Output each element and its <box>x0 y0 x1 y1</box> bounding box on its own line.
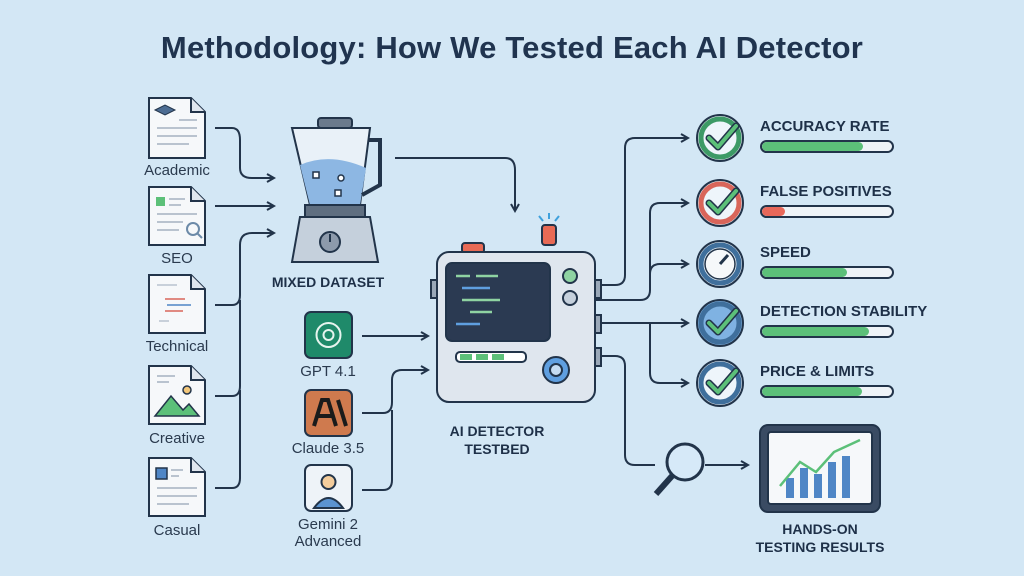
metric-label: PRICE & LIMITS <box>760 363 875 380</box>
metric-score-bar <box>760 325 894 338</box>
model-label-claude: Claude 3.5 <box>291 440 365 457</box>
model-label-gpt: GPT 4.1 <box>300 363 356 380</box>
metric-score-fill <box>762 387 863 396</box>
code-document-icon <box>148 274 206 334</box>
source-label-casual: Casual <box>153 522 201 539</box>
metric-label: DETECTION STABILITY <box>760 303 928 320</box>
seo-document-icon <box>148 186 206 246</box>
tablet-chart-icon <box>759 424 881 513</box>
results-line2: TESTING RESULTS <box>755 539 885 555</box>
metric-icons <box>696 114 744 407</box>
testbed-line1: AI DETECTOR <box>449 423 545 439</box>
metric-score-bar <box>760 140 894 153</box>
source-label-seo: SEO <box>161 250 193 267</box>
metric-label: SPEED <box>760 244 811 261</box>
metric-label: FALSE POSITIVES <box>760 183 892 200</box>
arrow-dataset-testbed <box>395 157 515 211</box>
source-label-academic: Academic <box>144 162 210 179</box>
check-circle-icon <box>696 114 744 162</box>
arrow-academic <box>215 127 274 178</box>
metric-score-bar <box>760 205 894 218</box>
page-title: Methodology: How We Tested Each AI Detec… <box>160 30 864 65</box>
source-documents <box>148 97 206 517</box>
check-circle-icon <box>696 179 744 227</box>
source-label-creative: Creative <box>149 430 205 447</box>
metric-score-fill <box>762 207 786 216</box>
metric-score-fill <box>762 142 864 151</box>
blender-icon <box>290 117 382 263</box>
check-circle-icon <box>696 299 744 347</box>
arrow-models <box>362 370 428 414</box>
check-circle-icon <box>696 359 744 407</box>
dataset-label: MIXED DATASET <box>271 274 385 290</box>
anthropic-logo-icon <box>304 389 353 437</box>
testbed-line2: TESTBED <box>464 441 530 457</box>
metric-score-bar <box>760 385 894 398</box>
gemini-line1: Gemini 2 <box>297 516 359 533</box>
testbed-label: AI DETECTOR TESTBED <box>437 422 557 458</box>
connectors <box>215 127 748 491</box>
testbed-machine-icon <box>430 213 602 403</box>
results-label: HANDS-ON TESTING RESULTS <box>740 520 900 556</box>
image-document-icon <box>148 365 206 425</box>
gemini-line2: Advanced <box>294 533 362 550</box>
metric-score-fill <box>762 268 847 277</box>
metric-score-bar <box>760 266 894 279</box>
metric-score-fill <box>762 327 869 336</box>
openai-logo-icon <box>304 311 353 359</box>
academic-document-icon <box>148 97 206 159</box>
metric-label: ACCURACY RATE <box>760 118 890 135</box>
casual-document-icon <box>148 457 206 517</box>
speedometer-icon <box>696 240 744 288</box>
results-line1: HANDS-ON <box>782 521 858 537</box>
magnifier-icon <box>653 442 705 496</box>
source-label-technical: Technical <box>145 338 209 355</box>
user-avatar-icon <box>304 464 353 512</box>
arrow-merge <box>215 233 274 306</box>
model-logos <box>304 311 353 512</box>
